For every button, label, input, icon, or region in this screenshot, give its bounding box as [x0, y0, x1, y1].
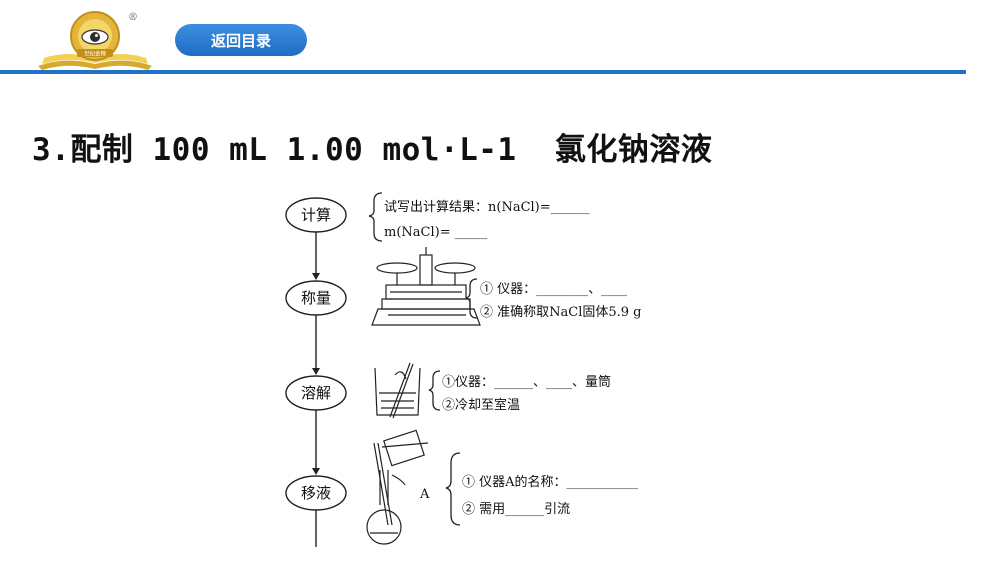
instrument-a-label: A	[419, 487, 430, 502]
procedure-flowchart: 计算 称量 溶解 移液 试写出计算结果：n(NaCl)=______ m(NaC…	[285, 192, 642, 547]
step-label-weigh: 称量	[301, 289, 331, 307]
calculate-line-2: m(NaCl)= _____	[384, 225, 488, 240]
step-oval-weigh	[285, 280, 347, 316]
step-oval-transfer	[285, 475, 347, 511]
page-title: 3.配制 100 mL 1.00 mol·L-1 氯化钠溶液	[32, 132, 713, 168]
step-label-dissolve: 溶解	[301, 384, 331, 402]
transfer-line-1: ① 仪器A的名称：___________	[462, 474, 639, 490]
weigh-line-1: ① 仪器：________、____	[480, 282, 628, 297]
step-label-transfer: 移液	[301, 484, 331, 502]
svg-text:世纪金榜: 世纪金榜	[84, 50, 107, 58]
shijinbang-logo: 世纪金榜 ®	[30, 6, 160, 72]
brace-dissolve	[428, 370, 441, 411]
beaker-illustration	[374, 362, 421, 419]
step-label-calculate: 计算	[301, 206, 331, 224]
step-oval-dissolve	[285, 375, 347, 411]
calculate-line-1: 试写出计算结果：n(NaCl)=______	[384, 200, 590, 215]
registered-mark: ®	[128, 12, 138, 23]
back-to-contents-button[interactable]: 返回目录	[175, 24, 307, 56]
brace-transfer	[445, 452, 461, 526]
balance-illustration	[371, 247, 481, 326]
transfer-line-2: ② 需用______引流	[462, 502, 570, 517]
weigh-line-2: ② 准确称取NaCl固体5.9 g	[480, 305, 642, 320]
header-divider	[0, 70, 966, 74]
dissolve-line-2: ②冷却至室温	[442, 397, 520, 413]
back-to-contents-label: 返回目录	[210, 31, 271, 50]
step-oval-calculate	[285, 197, 347, 233]
dissolve-line-1: ①仪器：______、____、量筒	[442, 374, 611, 390]
brace-calculate	[368, 192, 383, 242]
volumetric-flask-illustration	[366, 429, 429, 545]
